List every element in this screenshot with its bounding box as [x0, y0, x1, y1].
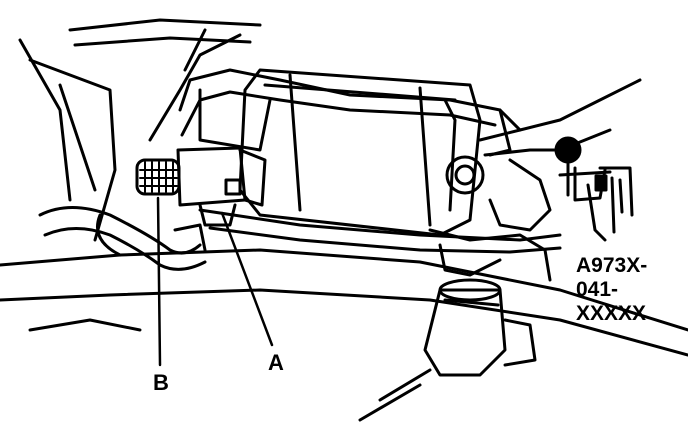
leader-lines: [156, 196, 274, 367]
tool-number-line-3: XXXXX: [576, 302, 647, 325]
callout-label-a: A: [268, 350, 284, 375]
special-tool-number: A973X- 041- XXXXX: [576, 254, 647, 326]
tool-number-line-1: A973X-: [576, 254, 648, 277]
tool-number-line-2: 041-: [576, 278, 619, 301]
lower-muffler: [358, 278, 537, 422]
upper-hose: [178, 68, 522, 157]
callout-label-b: B: [153, 370, 169, 395]
right-hoses: [428, 78, 642, 282]
left-curved-hose: [38, 206, 207, 271]
air-filter-b: [135, 158, 181, 196]
leader-line-b: [156, 196, 162, 367]
vacuum-pump-gauge-icon: [554, 136, 634, 242]
frame-rail: [0, 248, 688, 357]
frame-lines: [18, 18, 262, 242]
leader-line-a: [220, 211, 274, 347]
lower-pipe: [198, 208, 562, 254]
